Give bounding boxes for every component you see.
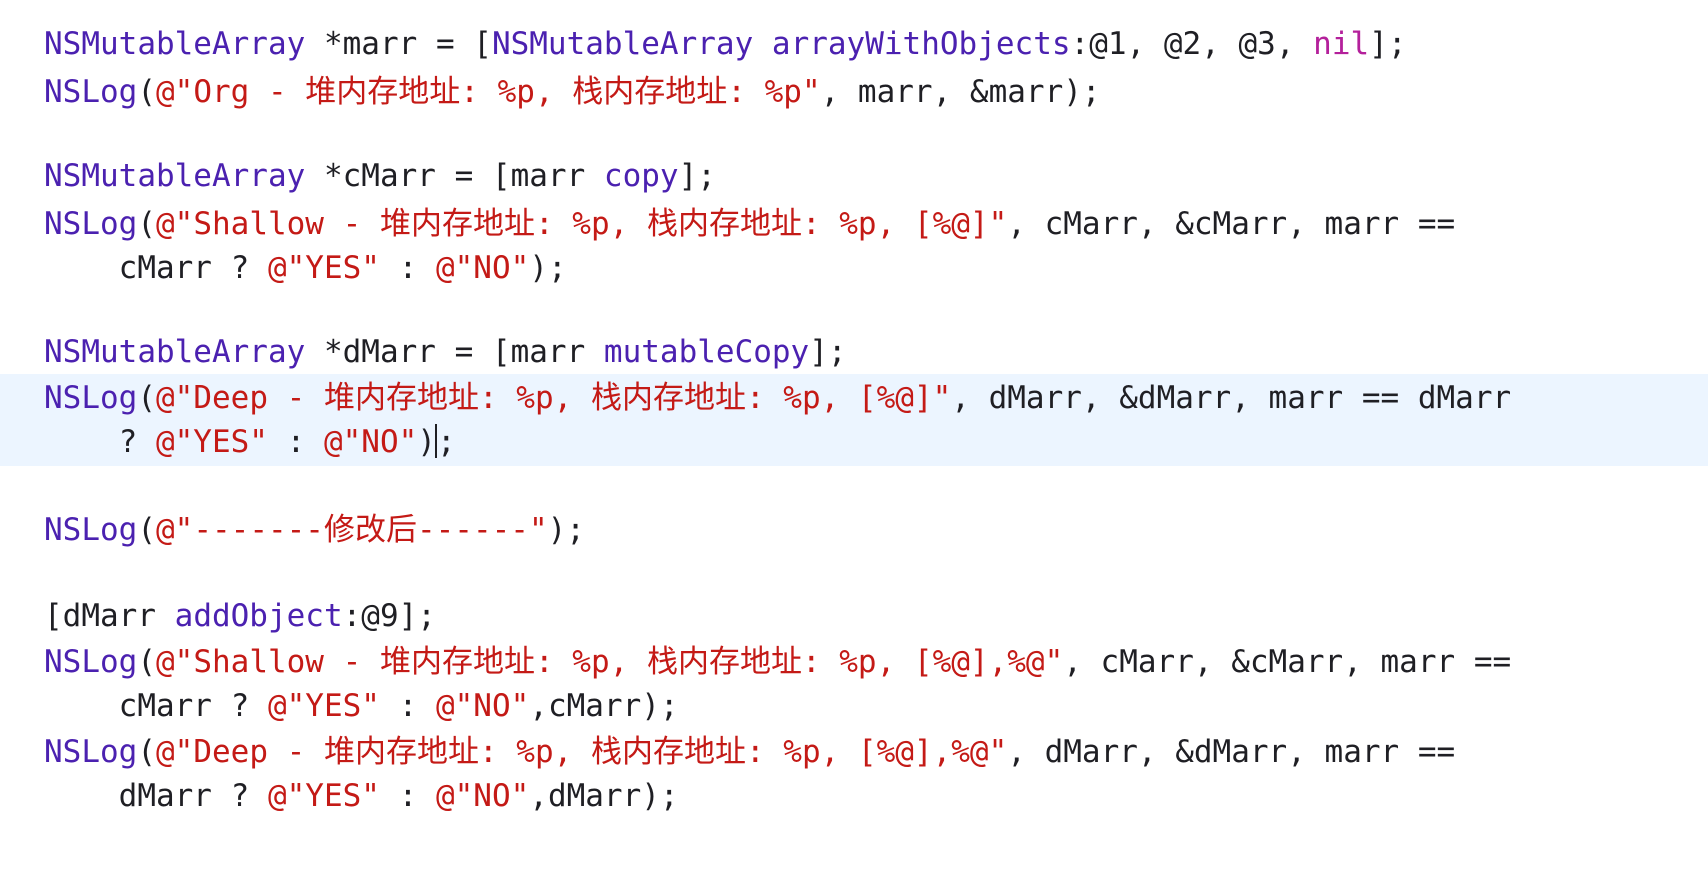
current-code-line[interactable]: ? @"YES" : @"NO"); [0,418,1708,466]
code-token: ( [137,206,156,242]
code-token: ,cMarr); [529,688,679,724]
code-token: arrayWithObjects [771,26,1071,62]
code-token: NSLog [44,644,138,680]
code-token: @"NO" [435,778,530,814]
code-line[interactable]: NSMutableArray *dMarr = [marr mutableCop… [0,328,1708,376]
code-line-text: [dMarr addObject:@9]; [44,592,436,640]
code-token: copy [603,158,679,194]
code-token: NSLog [44,512,138,548]
code-token: ; [436,424,456,460]
code-line-text: NSLog(@"Deep - 堆内存地址: %p, 栈内存地址: %p, [%@… [44,374,1511,422]
code-token: ( [137,380,156,416]
code-token: *dMarr = [marr [305,334,604,370]
code-token: ( [137,74,156,110]
code-token: @"NO" [435,250,530,286]
code-token: NSMutableArray [44,158,306,194]
code-token: @"YES" [155,424,268,460]
text-cursor [434,424,437,458]
code-token: *marr = [ [305,26,492,62]
code-token: @"Shallow - 堆内存地址: %p, 栈内存地址: %p, [%@]" [156,206,1008,242]
code-token: NSLog [44,734,138,770]
code-token: @"NO" [323,424,418,460]
code-line-text: cMarr ? @"YES" : @"NO",cMarr); [44,682,679,730]
code-token: @"NO" [435,688,530,724]
code-token: ,dMarr); [529,778,679,814]
code-line-text: dMarr ? @"YES" : @"NO",dMarr); [44,772,679,820]
code-token: :@9]; [342,598,436,634]
current-code-line[interactable]: NSLog(@"Deep - 堆内存地址: %p, 栈内存地址: %p, [%@… [0,374,1708,422]
code-line[interactable]: cMarr ? @"YES" : @"NO",cMarr); [0,682,1708,730]
code-line-text: cMarr ? @"YES" : @"NO"); [44,244,567,292]
code-line-text: NSMutableArray *dMarr = [marr mutableCop… [44,328,847,376]
code-token: ) [417,424,436,460]
code-token: ( [137,734,156,770]
code-line-text: NSLog(@"-------修改后------"); [44,506,585,554]
code-token: : [379,688,436,724]
code-line[interactable]: NSLog(@"-------修改后------"); [0,506,1708,554]
code-token: ]; [1369,26,1407,62]
code-token: ); [547,512,585,548]
code-line[interactable]: cMarr ? @"YES" : @"NO"); [0,244,1708,292]
code-line[interactable]: NSMutableArray *cMarr = [marr copy]; [0,152,1708,200]
code-token: ( [137,512,156,548]
code-line[interactable]: NSLog(@"Deep - 堆内存地址: %p, 栈内存地址: %p, [%@… [0,728,1708,776]
code-token: ? [44,424,156,460]
code-line[interactable]: NSLog(@"Shallow - 堆内存地址: %p, 栈内存地址: %p, … [0,200,1708,248]
code-token: NSLog [44,206,138,242]
code-token: , cMarr, &cMarr, marr == [1063,644,1512,680]
code-token: @"Deep - 堆内存地址: %p, 栈内存地址: %p, [%@],%@" [156,734,1008,770]
code-token: ); [529,250,567,286]
code-token: cMarr ? [44,688,268,724]
code-token: @"Deep - 堆内存地址: %p, 栈内存地址: %p, [%@]" [156,380,952,416]
code-token: : [267,424,324,460]
code-token: NSMutableArray [491,26,754,62]
code-token: , cMarr, &cMarr, marr == [1007,206,1456,242]
code-token: @"YES" [267,688,380,724]
code-token: nil [1313,26,1370,62]
code-token: cMarr ? [44,250,268,286]
code-line[interactable]: NSLog(@"Shallow - 堆内存地址: %p, 栈内存地址: %p, … [0,638,1708,686]
code-token: : [379,250,436,286]
code-token: addObject [174,598,343,634]
code-token: , marr, &marr); [820,74,1101,110]
code-token: ]; [809,334,847,370]
code-token: @"-------修改后------" [156,512,548,548]
code-token: :@1, @2, @3, [1070,26,1314,62]
code-token: : [379,778,436,814]
code-token: mutableCopy [603,334,810,370]
code-line-text: NSLog(@"Org - 堆内存地址: %p, 栈内存地址: %p", mar… [44,68,1101,116]
code-token: NSMutableArray [44,26,306,62]
code-token: @"YES" [267,250,380,286]
code-token: , dMarr, &dMarr, marr == dMarr [951,380,1512,416]
code-line-text: NSMutableArray *cMarr = [marr copy]; [44,152,716,200]
code-token: ( [137,644,156,680]
code-line-text: NSLog(@"Shallow - 堆内存地址: %p, 栈内存地址: %p, … [44,638,1511,686]
code-token: dMarr ? [44,778,268,814]
code-token: ]; [678,158,716,194]
code-token: *cMarr = [marr [305,158,604,194]
code-token [753,26,772,62]
code-line[interactable]: [dMarr addObject:@9]; [0,592,1708,640]
code-line-text: NSLog(@"Deep - 堆内存地址: %p, 栈内存地址: %p, [%@… [44,728,1455,776]
code-token: , dMarr, &dMarr, marr == [1007,734,1456,770]
code-line-text: ? @"YES" : @"NO"); [44,418,456,466]
code-line[interactable]: NSLog(@"Org - 堆内存地址: %p, 栈内存地址: %p", mar… [0,68,1708,116]
code-token: @"Org - 堆内存地址: %p, 栈内存地址: %p" [156,74,821,110]
code-token: NSLog [44,74,138,110]
code-line[interactable]: NSMutableArray *marr = [NSMutableArray a… [0,20,1708,68]
code-token: @"YES" [267,778,380,814]
code-token: [dMarr [44,598,175,634]
code-line[interactable]: dMarr ? @"YES" : @"NO",dMarr); [0,772,1708,820]
code-token: NSMutableArray [44,334,306,370]
code-token: @"Shallow - 堆内存地址: %p, 栈内存地址: %p, [%@],%… [156,644,1064,680]
code-line-text: NSLog(@"Shallow - 堆内存地址: %p, 栈内存地址: %p, … [44,200,1455,248]
code-token: NSLog [44,380,138,416]
code-line-text: NSMutableArray *marr = [NSMutableArray a… [44,20,1407,68]
